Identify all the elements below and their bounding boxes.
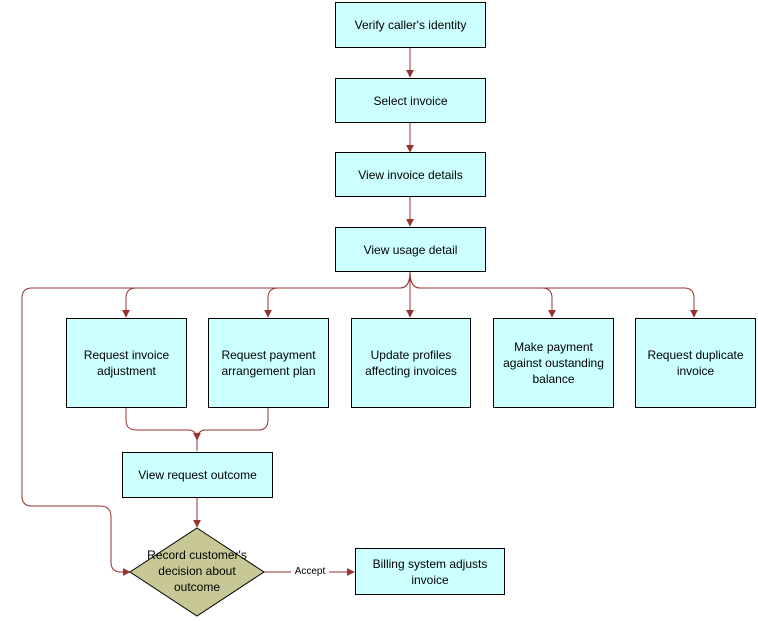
step-label: View usage detail <box>363 242 458 257</box>
step-label: Request duplicate invoice <box>647 348 744 378</box>
step-label: View request outcome <box>138 468 257 482</box>
step-label: Make payment against oustanding balance <box>503 340 604 386</box>
request-payment-arrangement-step[interactable]: Request payment arrangement plan <box>208 318 329 408</box>
connector-usage-to-make-payment <box>409 271 556 318</box>
make-payment-step[interactable]: Make payment against oustanding balance <box>493 318 614 408</box>
connector-merge-payment-plan <box>193 407 269 441</box>
update-profiles-step[interactable]: Update profiles affecting invoices <box>351 318 471 408</box>
view-invoice-details-step[interactable]: View invoice details <box>335 152 486 197</box>
record-decision-label: Record customer's decision about outcome <box>147 548 247 594</box>
step-label: View invoice details <box>358 167 463 182</box>
step-label: Request invoice adjustment <box>83 348 170 378</box>
step-label: Verify caller's identity <box>354 18 467 32</box>
accept-edge-label: Accept <box>291 565 329 579</box>
connector-usage-to-payment-plan <box>264 271 411 318</box>
step-label: Update profiles affecting invoices <box>365 348 457 378</box>
connector-usage-to-duplicate-invoice <box>409 271 698 318</box>
connector-merge-adjustment <box>125 407 198 451</box>
step-label: Request payment arrangement plan <box>221 348 316 378</box>
request-invoice-adjustment-step[interactable]: Request invoice adjustment <box>66 318 187 408</box>
decision-diamond <box>129 527 265 617</box>
request-duplicate-invoice-step[interactable]: Request duplicate invoice <box>635 318 756 408</box>
verify-caller-identity-step[interactable]: Verify caller's identity <box>335 2 486 48</box>
view-usage-detail-step[interactable]: View usage detail <box>335 227 486 272</box>
select-invoice-step[interactable]: Select invoice <box>335 78 486 123</box>
view-request-outcome-step[interactable]: View request outcome <box>122 452 273 498</box>
step-label: Select invoice <box>373 93 448 108</box>
connector-usage-to-decision <box>21 287 400 576</box>
step-label: Billing system adjusts invoice <box>372 556 488 587</box>
billing-adjusts-invoice-step[interactable]: Billing system adjusts invoice <box>355 548 505 595</box>
